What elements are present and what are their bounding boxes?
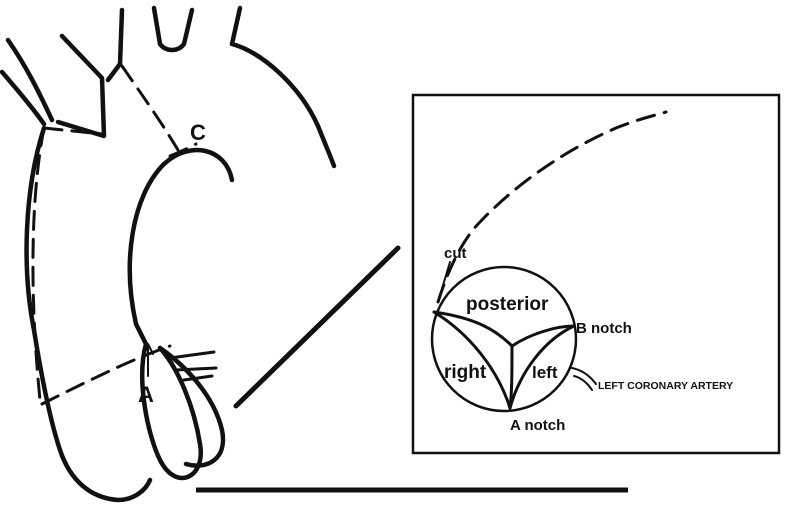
heart-lobe-left [142,344,201,478]
ascending-aorta-inner [130,150,232,344]
pointer-line [236,248,398,406]
label-c: C [190,120,206,145]
label-posterior: posterior [466,294,549,315]
aortic-arch-outer [232,8,334,166]
aorta-sketch [2,8,334,500]
cut-lines [33,66,196,404]
label-b-notch: B notch [576,320,632,337]
label-right: right [444,362,487,383]
dashed-cut-diagonal [122,66,178,150]
label-left: left [532,363,558,382]
coronary-stub-lower [176,368,216,370]
carotid-vessel [58,36,104,136]
carotid-vessel-right [108,10,122,80]
label-a: A [138,382,154,407]
label-a-notch: A notch [510,417,565,434]
inset-panel [413,95,779,453]
brachiocephalic-vessel [2,72,44,124]
coronary-stub-low2 [184,376,212,380]
label-left-coronary-artery: LEFT CORONARY ARTERY [598,380,733,392]
inset-frame [413,95,779,453]
coronary-stub-upper [170,352,214,358]
ascending-aorta-outer [27,128,150,500]
subclavian-vessel [154,8,192,50]
label-cut: cut [444,245,467,262]
